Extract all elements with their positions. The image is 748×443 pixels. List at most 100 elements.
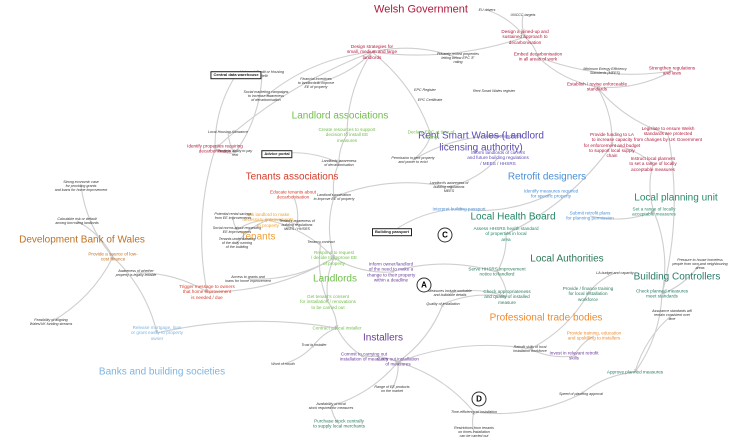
factor-f29: Measures include workable and buildable … bbox=[428, 288, 472, 297]
action-a10: Inform landlords of current and future b… bbox=[467, 150, 529, 166]
factor-f6: Financial incentives to landlords to imp… bbox=[297, 76, 335, 90]
factor-f36: Availability of local stock required for… bbox=[308, 401, 354, 410]
action-a28: Provide / finance training for local ins… bbox=[562, 286, 614, 302]
connector-a31-a34 bbox=[336, 327, 365, 358]
connector-f38-a35 bbox=[397, 361, 475, 413]
connector-a5-a11 bbox=[596, 86, 614, 146]
boxed-node-b2: Advice portal bbox=[261, 150, 293, 158]
factor-f8: EPC Register bbox=[414, 87, 436, 92]
connector-f30-a27 bbox=[442, 294, 508, 305]
action-a7: Create resources to support decision to … bbox=[318, 127, 376, 143]
factor-f15: Landlord's awareness of building regulat… bbox=[429, 180, 469, 194]
action-a18: Ask landlord to make necessary improveme… bbox=[242, 212, 294, 228]
actor-ptb: Professional trade bodies bbox=[489, 312, 603, 324]
factor-f33: Assurance standards will remain consiste… bbox=[652, 308, 692, 322]
action-a5: Establish / revise enforceable standards bbox=[566, 81, 628, 92]
action-a34: Commit to carrying out installation of m… bbox=[339, 351, 389, 362]
factor-f39: Restrictions from tenants on times insta… bbox=[454, 425, 494, 439]
factor-f22: Tenancy contract bbox=[307, 239, 335, 244]
action-a27: Check appropriateness and quality of ins… bbox=[483, 289, 531, 305]
factor-f7: Social marketing campaigns to increase a… bbox=[243, 89, 289, 103]
factor-f5: Minimum Energy Efficiency Standards (MEE… bbox=[583, 66, 627, 75]
actor-lau: Local Authorities bbox=[530, 253, 604, 265]
connector-f28-f27 bbox=[282, 344, 315, 365]
connector-f16-f17 bbox=[232, 215, 238, 231]
action-a32: Provide training, education and upskilli… bbox=[566, 330, 622, 341]
connector-a28-f34 bbox=[529, 293, 589, 350]
factor-f23: Calculable risk or default among borrowi… bbox=[55, 216, 99, 225]
factor-f25: Access to grants and loans for home impr… bbox=[225, 274, 271, 283]
connector-f22-a26 bbox=[318, 241, 329, 303]
factor-f9: Rent Smart Wales register bbox=[472, 88, 516, 93]
connector-a36-f37 bbox=[580, 371, 636, 395]
connector-a21-a30 bbox=[112, 256, 158, 334]
connector-f36-a35 bbox=[330, 361, 399, 407]
actor-lhb: Local Health Board bbox=[470, 211, 556, 223]
connector-a14-a15 bbox=[458, 193, 552, 211]
connector-a19-a25 bbox=[496, 233, 507, 273]
factor-f12: Tenants' ability to pay rent bbox=[217, 148, 253, 157]
connector-f15-f19 bbox=[333, 182, 450, 198]
connector-f33-a36 bbox=[634, 314, 673, 373]
actor-rsw: Rent Smart Wales (Landlord licensing aut… bbox=[418, 130, 544, 154]
factor-f34: Retrofit skills of local installation wo… bbox=[513, 344, 547, 353]
actor-lld: Landlords bbox=[313, 273, 357, 285]
connector-a26-a31 bbox=[327, 301, 339, 329]
factor-f13: Landlords' awareness of decarbonisation bbox=[321, 158, 357, 167]
actor-rd: Retrofit designers bbox=[507, 171, 587, 183]
factor-f37: Speed of planning approval bbox=[559, 391, 603, 396]
connector-a33-f34 bbox=[529, 348, 575, 358]
factor-f3: Privately rented properties letting belo… bbox=[437, 51, 479, 65]
connector-f21-a18 bbox=[236, 219, 269, 244]
action-a36: Approve planned measures bbox=[606, 369, 664, 375]
connector-a2-f6 bbox=[315, 51, 373, 85]
factor-f14: Permission to rent property and power to… bbox=[391, 155, 435, 164]
connector-f2-a1 bbox=[521, 14, 526, 38]
loop-marker-C: C bbox=[437, 227, 453, 243]
connector-a6-a22 bbox=[201, 148, 216, 293]
connector-a2-a8 bbox=[371, 51, 432, 136]
factor-f30: Quality of installation bbox=[426, 301, 460, 306]
connector-a9-f14 bbox=[412, 135, 505, 161]
connector-a29-a36 bbox=[634, 293, 663, 373]
action-a23: Respond to request / decide to improve E… bbox=[310, 250, 358, 266]
actor-bbs: Banks and building societies bbox=[98, 366, 226, 378]
action-a21: Provide a source of low- cost finance bbox=[88, 251, 138, 262]
connector-a17-a20 bbox=[589, 211, 655, 220]
connector-f27-a31 bbox=[313, 327, 338, 346]
action-a20: Set a range of locally acceptable measur… bbox=[632, 206, 676, 217]
connector-a3-a4 bbox=[537, 56, 673, 75]
connector-f12-a6 bbox=[214, 148, 236, 154]
factor-f27: Trust in installer bbox=[301, 342, 327, 347]
action-a25: Serve HHSRS improvement notice to landlo… bbox=[468, 266, 526, 277]
action-a4: Strengthen regulations and laws bbox=[648, 65, 696, 76]
connector-f4-f12 bbox=[234, 73, 263, 154]
connector-f39-f38 bbox=[471, 411, 475, 433]
factor-f2: UNCCC targets bbox=[510, 12, 536, 17]
connector-a1-a3 bbox=[524, 36, 539, 58]
factor-f21: Tenants understanding of the daily runni… bbox=[218, 236, 256, 250]
connector-f29-a27 bbox=[449, 289, 508, 298]
action-a29: Check planned measures meet standards bbox=[635, 288, 689, 299]
action-a15: Interpret building passport bbox=[432, 206, 486, 212]
connector-f20-a21 bbox=[80, 185, 114, 258]
connector-a10-f15 bbox=[448, 157, 499, 188]
connector-a2-f7 bbox=[265, 51, 373, 97]
factor-f32: Pressure to house homeless people from o… bbox=[672, 257, 728, 271]
factor-f18: Tenant's awareness of building regulatio… bbox=[279, 218, 315, 232]
action-a12: Legislate to ensure Welsh standards are … bbox=[633, 126, 703, 142]
factor-f19: Landlord's motivation to improve EE of p… bbox=[313, 192, 355, 201]
connector-a6-a2 bbox=[214, 51, 373, 150]
connector-f18-a18 bbox=[267, 218, 298, 226]
action-a11: Provide funding to LA to increase capaci… bbox=[583, 131, 641, 158]
connector-f19-a23 bbox=[328, 196, 335, 259]
connector-f26-a21 bbox=[50, 256, 114, 323]
actor-wg: Welsh Government bbox=[374, 3, 468, 16]
connector-a24-a23 bbox=[333, 257, 392, 273]
action-a33: Invest in relevant retrofit skills bbox=[549, 350, 599, 361]
connector-f24-a22 bbox=[135, 272, 208, 293]
action-a19: Assess HHSRS health standard of properti… bbox=[473, 226, 539, 242]
connector-f37-f38 bbox=[473, 393, 582, 415]
factor-f20: Strong economic case for providing grant… bbox=[54, 179, 108, 193]
